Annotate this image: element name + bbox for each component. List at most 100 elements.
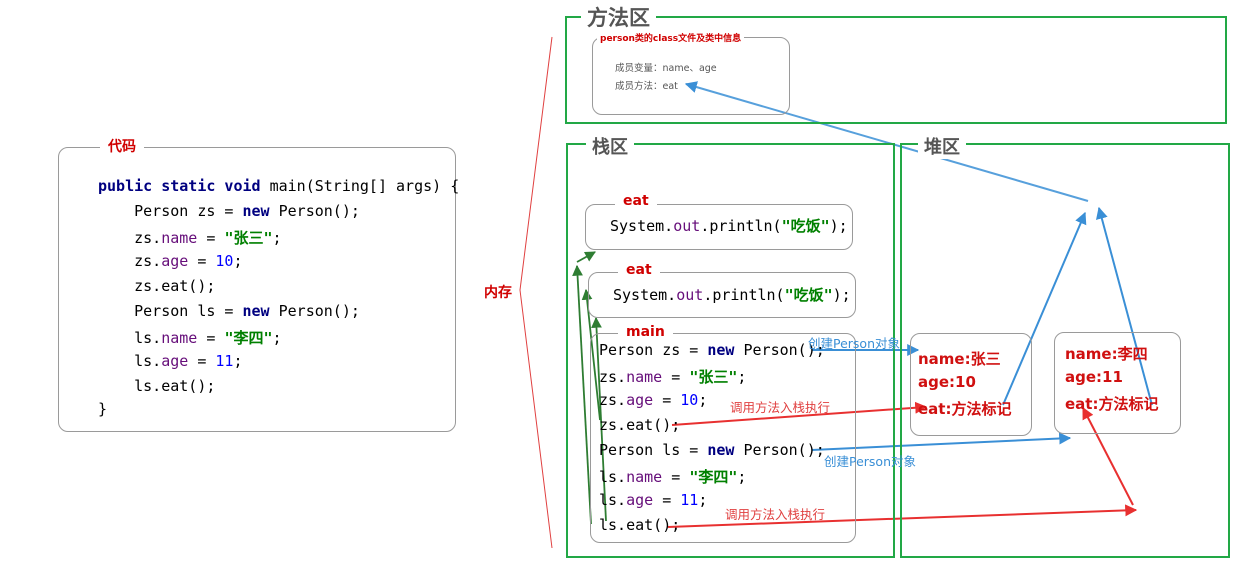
- code-token: System.: [610, 217, 674, 235]
- code-token: ;: [698, 491, 708, 509]
- code-token: 10: [680, 391, 699, 409]
- code-line: public static void main(String[] args) {: [98, 177, 459, 195]
- arrow-call-ls: [667, 504, 1138, 528]
- code-token: out: [676, 286, 704, 304]
- code-token: ;: [737, 468, 747, 486]
- member-vars: 成员变量：name、age: [615, 63, 717, 74]
- annotation-call-zs: 调用方法入栈执行: [730, 400, 831, 415]
- code-token: name: [161, 329, 198, 347]
- code-token: Person ls =: [98, 302, 243, 320]
- code-token: Person();: [734, 441, 825, 459]
- code-token: =: [197, 229, 225, 247]
- annotation-create-ls: 创建Person对象: [824, 454, 917, 469]
- code-token: new: [707, 341, 735, 359]
- code-token: age: [626, 391, 654, 409]
- main-code-line: ls.eat();: [599, 516, 680, 534]
- arrow-zs-eat-to-shared: [1002, 211, 1087, 406]
- arrow-stack-push-2: [576, 251, 596, 263]
- eat-frame-2-code: System.out.println("吃饭");: [613, 284, 851, 305]
- code-token: 10: [215, 252, 234, 270]
- code-token: "张三": [689, 368, 738, 386]
- method-area: [565, 16, 1227, 124]
- code-line: }: [98, 400, 107, 418]
- code-token: name: [626, 368, 663, 386]
- code-token: public static void: [98, 177, 261, 195]
- code-token: ls.: [98, 329, 162, 347]
- code-token: zs.eat();: [98, 277, 216, 295]
- code-token: Person zs =: [98, 202, 243, 220]
- arrow-shared-to-method-area: [684, 81, 1089, 202]
- code-token: "吃饭": [781, 217, 830, 235]
- code-token: 11: [215, 352, 234, 370]
- annotation-call-ls: 调用方法入栈执行: [725, 507, 826, 522]
- heap-object-zs: [910, 333, 1032, 436]
- code-line: ls.age = 11;: [98, 352, 243, 370]
- code-token: main(String[] args) {: [260, 177, 460, 195]
- code-token: Person zs =: [599, 341, 708, 359]
- code-line: ls.eat();: [98, 377, 215, 395]
- heap-zs-name: name:张三: [918, 350, 1001, 368]
- code-line: Person ls = new Person();: [98, 302, 360, 320]
- code-token: ls.: [599, 468, 627, 486]
- code-token: ;: [272, 229, 282, 247]
- code-token: ls.: [98, 352, 162, 370]
- method-area-title: 方法区: [581, 2, 656, 32]
- code-line: ls.name = "李四";: [98, 327, 282, 348]
- code-token: "李四": [689, 468, 738, 486]
- code-line: zs.name = "张三";: [98, 227, 282, 248]
- code-token: name: [161, 229, 198, 247]
- member-methods: 成员方法：eat: [615, 81, 678, 92]
- code-token: Person();: [734, 341, 825, 359]
- code-token: new: [242, 302, 270, 320]
- eat-frame-1: [585, 204, 853, 250]
- heap-area-title: 堆区: [918, 133, 966, 159]
- code-token: ;: [698, 391, 708, 409]
- code-token: zs.: [98, 229, 162, 247]
- main-code-line: ls.age = 11;: [599, 491, 707, 509]
- code-token: }: [98, 400, 108, 418]
- heap-object-ls: [1054, 332, 1181, 434]
- annotation-create-zs: 创建Person对象: [808, 336, 901, 351]
- main-code-line: Person ls = new Person();: [599, 441, 825, 459]
- heap-ls-name: name:李四: [1065, 345, 1148, 363]
- stack-area-title: 栈区: [586, 133, 634, 159]
- arrow-call-zs: [671, 401, 928, 426]
- main-frame-title: main: [618, 324, 673, 340]
- arrow-ls-target-to-eat: [1082, 406, 1134, 506]
- code-token: "张三": [224, 229, 273, 247]
- code-token: =: [662, 468, 690, 486]
- main-code-line: zs.name = "张三";: [599, 366, 746, 387]
- code-token: new: [242, 202, 270, 220]
- code-token: "李四": [224, 329, 273, 347]
- code-panel-title: 代码: [100, 136, 144, 156]
- code-token: zs.: [98, 252, 162, 270]
- arrow-ls-eat-to-shared: [1096, 206, 1153, 406]
- eat-frame-1-code: System.out.println("吃饭");: [610, 215, 848, 236]
- code-token: age: [161, 252, 189, 270]
- heap-zs-eat: eat:方法标记: [918, 400, 1012, 418]
- memory-brace: [519, 36, 553, 549]
- arrow-stack-push-4: [591, 316, 607, 522]
- code-token: 11: [680, 491, 699, 509]
- code-token: System.: [613, 286, 677, 304]
- code-token: );: [829, 217, 848, 235]
- code-token: zs.: [599, 368, 627, 386]
- code-token: name: [626, 468, 663, 486]
- code-token: Person();: [269, 302, 360, 320]
- heap-zs-age: age:10: [918, 373, 976, 391]
- eat-frame-2: [588, 272, 856, 318]
- class-info-title: person类的class文件及类中信息: [597, 31, 745, 44]
- code-token: age: [161, 352, 189, 370]
- code-token: ;: [233, 252, 243, 270]
- code-token: ls.: [599, 491, 627, 509]
- code-panel: [58, 147, 456, 432]
- code-token: ;: [233, 352, 243, 370]
- code-token: ;: [737, 368, 747, 386]
- code-token: age: [626, 491, 654, 509]
- memory-label: 内存: [484, 285, 512, 301]
- code-token: .println(: [700, 217, 782, 235]
- code-token: ls.eat();: [599, 516, 681, 534]
- heap-ls-age: age:11: [1065, 368, 1123, 386]
- code-token: ;: [272, 329, 282, 347]
- code-token: zs.eat();: [599, 416, 681, 434]
